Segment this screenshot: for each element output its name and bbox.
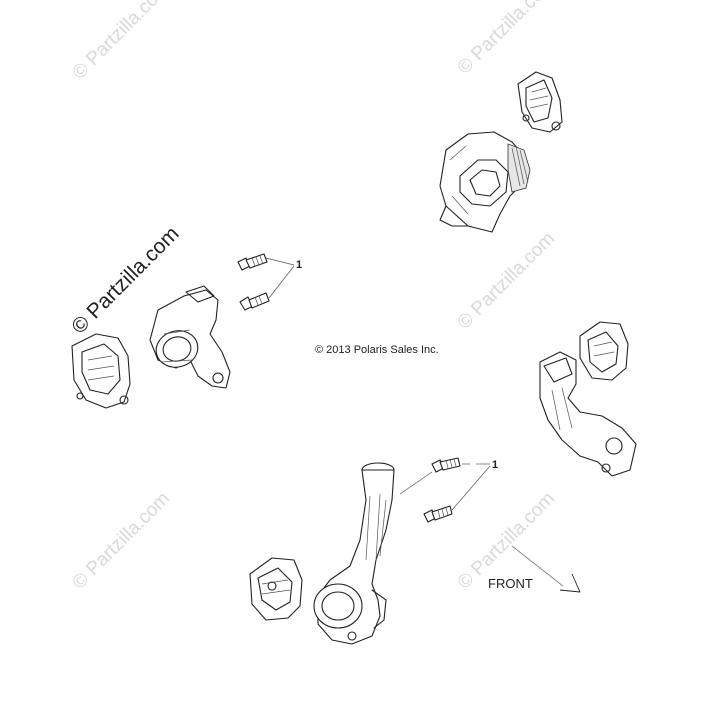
lower-bolt-upper-group <box>239 292 270 311</box>
callout-number: 1 <box>296 259 302 271</box>
right-knuckle <box>539 351 637 477</box>
watermark: © Partzilla.com <box>69 488 174 593</box>
right-caliper <box>579 321 629 381</box>
upper-right-housing <box>439 131 531 233</box>
copyright-text: © 2013 Polaris Sales Inc. <box>315 344 439 356</box>
lower-caliper <box>249 557 303 621</box>
upper-bolt <box>237 253 268 271</box>
watermark: © Partzilla.com <box>454 0 559 79</box>
watermark: © Partzilla.com <box>69 0 174 84</box>
callout-number: 1 <box>492 459 498 471</box>
front-label: FRONT <box>488 576 533 591</box>
upper-right-caliper <box>517 71 563 133</box>
lower-bolt-top <box>431 457 461 473</box>
lower-knuckle <box>313 462 395 645</box>
watermarks: © Partzilla.com © Partzilla.com © Partzi… <box>67 0 559 594</box>
lower-callout-leader: 1 <box>399 459 498 511</box>
upper-left-knuckle <box>149 285 231 389</box>
lower-bolt-bottom <box>423 505 453 523</box>
left-caliper <box>71 333 131 409</box>
upper-callout-leader: 1 <box>265 257 302 299</box>
watermark: © Partzilla.com <box>454 228 559 333</box>
front-orientation: FRONT <box>488 545 581 593</box>
